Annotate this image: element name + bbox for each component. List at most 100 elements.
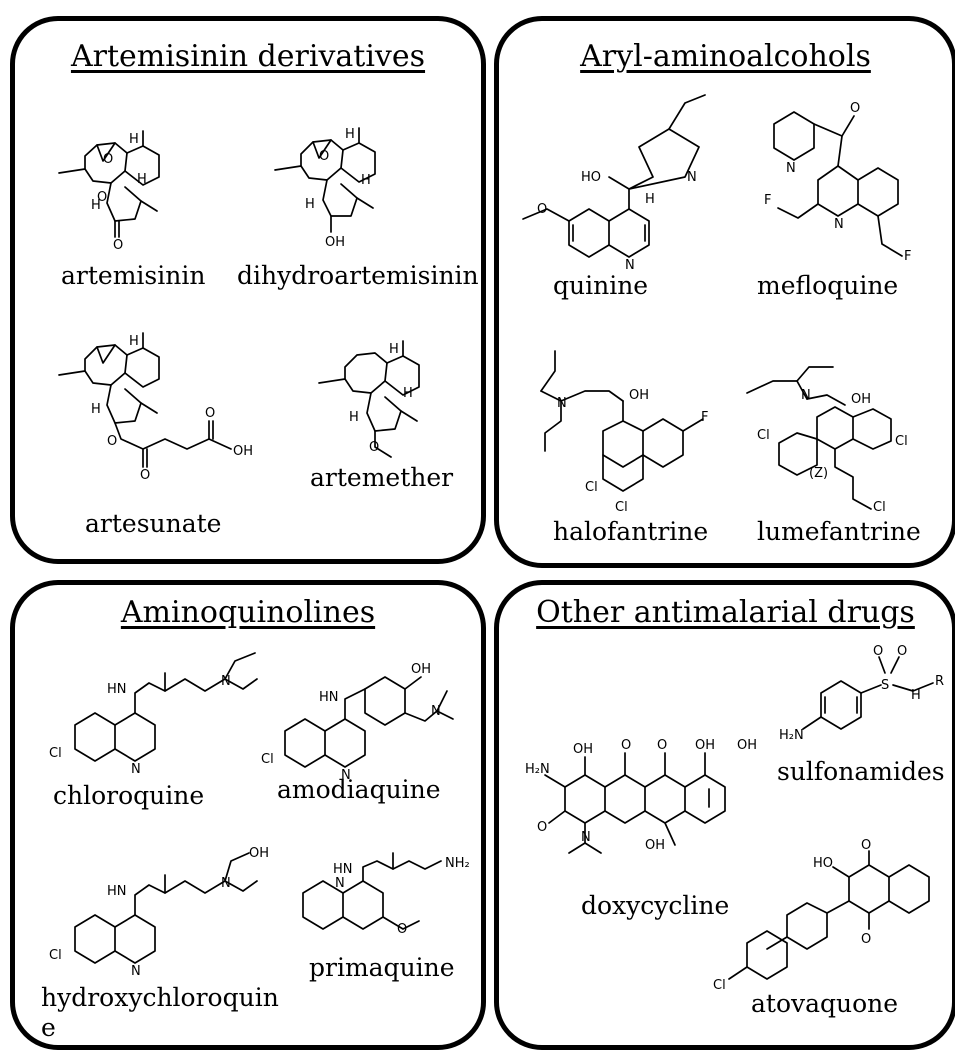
atom-n: N: [557, 396, 567, 411]
atom-cl: Cl: [895, 434, 908, 449]
atom-oh: OH: [695, 738, 715, 753]
label-amodiaquine: amodiaquine: [277, 775, 441, 804]
atom-o: O: [621, 738, 631, 753]
atom-oh: OH: [629, 388, 649, 403]
mefloquine-structure: N O N F F: [764, 101, 911, 264]
atom-nh2: NH₂: [445, 856, 470, 871]
atom-h: H: [129, 132, 139, 147]
atom-f: F: [701, 410, 708, 425]
atom-cl: Cl: [585, 480, 598, 495]
panel-aminoquinolines: Aminoquinolines HN Cl N N chloroquine HN…: [10, 580, 486, 1050]
label-quinine: quinine: [553, 271, 649, 300]
atom-n: N: [221, 674, 231, 689]
label-chloroquine: chloroquine: [53, 781, 205, 810]
atom-o: O: [97, 190, 107, 205]
chloroquine-structure: HN Cl N N: [49, 645, 275, 777]
atom-h: H: [305, 197, 315, 212]
atom-o: O: [873, 644, 883, 659]
atom-h: H: [129, 334, 139, 349]
atom-h: H: [137, 172, 147, 187]
atom-n: N: [131, 964, 141, 979]
halofantrine-structure: N OH Cl Cl F: [531, 351, 708, 515]
label-primaquine: primaquine: [309, 953, 455, 982]
atom-f: F: [764, 193, 771, 208]
atom-h: H: [91, 402, 101, 417]
atom-h2n: H₂N: [779, 728, 804, 743]
label-halofantrine: halofantrine: [553, 517, 709, 546]
atom-h: H: [645, 192, 655, 207]
label-dihydroartemisinin: dihydroartemisinin: [237, 261, 479, 290]
panel-title: Artemisinin derivatives: [70, 39, 426, 74]
atom-oh: OH: [851, 392, 871, 407]
atom-oh: OH: [411, 662, 431, 677]
panel-artemisinin-derivatives: Artemisinin derivatives O H H H O O arte…: [10, 16, 486, 564]
atom-o: O: [140, 468, 150, 483]
atom-cl: Cl: [873, 500, 886, 515]
panel-title: Other antimalarial drugs: [536, 595, 915, 630]
atom-oh: OH: [233, 444, 253, 459]
atom-n: N: [581, 830, 591, 845]
artemether-structure: H H H O: [307, 331, 447, 471]
atom-z: (Z): [809, 466, 828, 481]
panel-title: Aryl-aminoalcohols: [580, 39, 871, 74]
panel-other-antimalarial-drugs: Other antimalarial drugs S O O H R H₂N s…: [494, 580, 955, 1050]
atom-o: O: [861, 932, 871, 947]
label-artemether: artemether: [310, 463, 454, 492]
atom-ho: HO: [581, 170, 601, 185]
atom-n: N: [625, 258, 635, 273]
atom-o: O: [397, 922, 407, 937]
atom-oh: OH: [249, 846, 269, 861]
dihydroartemisinin-structure: O H H H OH: [263, 127, 403, 250]
atom-n: N: [131, 762, 141, 777]
atom-n: N: [801, 388, 811, 403]
atom-n: N: [431, 704, 441, 719]
atom-r: R: [935, 674, 944, 689]
panel-title: Aminoquinolines: [120, 595, 376, 630]
atom-h: H: [349, 410, 359, 425]
atovaquone-structure: O O HO Cl: [713, 838, 949, 993]
atom-o: O: [537, 820, 547, 835]
atom-o: O: [537, 202, 547, 217]
atom-n: N: [221, 876, 231, 891]
atom-o: O: [205, 406, 215, 421]
atom-hn: HN: [107, 682, 127, 697]
label-mefloquine: mefloquine: [757, 271, 899, 300]
atom-o: O: [861, 838, 871, 853]
atom-oh: OH: [737, 738, 757, 753]
atom-cl: Cl: [713, 978, 726, 993]
atom-hn: HN: [333, 862, 353, 877]
label-artemisinin: artemisinin: [61, 261, 206, 290]
atom-h: H: [389, 342, 399, 357]
atom-f: F: [904, 249, 911, 264]
atom-oh: OH: [573, 742, 593, 757]
atom-o: O: [103, 152, 113, 167]
panel-aryl-aminoalcohols: Aryl-aminoalcohols N O HO N H quinine N …: [494, 16, 955, 568]
label-artesunate: artesunate: [85, 509, 222, 538]
atom-o: O: [369, 440, 379, 455]
label-hydroxychloroquine: hydroxychloroquin: [41, 983, 279, 1012]
atom-ho: HO: [813, 856, 833, 871]
atom-o: O: [113, 238, 123, 253]
atom-h: H: [911, 688, 921, 703]
label-doxycycline: doxycycline: [581, 891, 730, 920]
quinine-structure: N O HO N H: [509, 81, 719, 273]
artemisinin-structure: O H H H O O: [45, 121, 175, 253]
atom-hn: HN: [319, 690, 339, 705]
atom-cl: Cl: [49, 948, 62, 963]
atom-o: O: [850, 101, 860, 116]
atom-h: H: [403, 386, 413, 401]
atom-cl: Cl: [757, 428, 770, 443]
atom-oh: OH: [325, 235, 345, 250]
atom-cl: Cl: [49, 746, 62, 761]
atom-hn: HN: [107, 884, 127, 899]
atom-cl: Cl: [261, 752, 274, 767]
atom-oh: OH: [645, 838, 665, 853]
atom-n: N: [341, 768, 351, 783]
label-sulfonamides: sulfonamides: [777, 757, 945, 786]
atom-o: O: [897, 644, 907, 659]
primaquine-structure: HN N O NH₂: [293, 856, 470, 937]
atom-h2n: H₂N: [525, 762, 550, 777]
atom-o: O: [319, 149, 329, 164]
atom-o: O: [107, 434, 117, 449]
hydroxychloroquine-structure: HN Cl N N OH: [49, 846, 269, 979]
